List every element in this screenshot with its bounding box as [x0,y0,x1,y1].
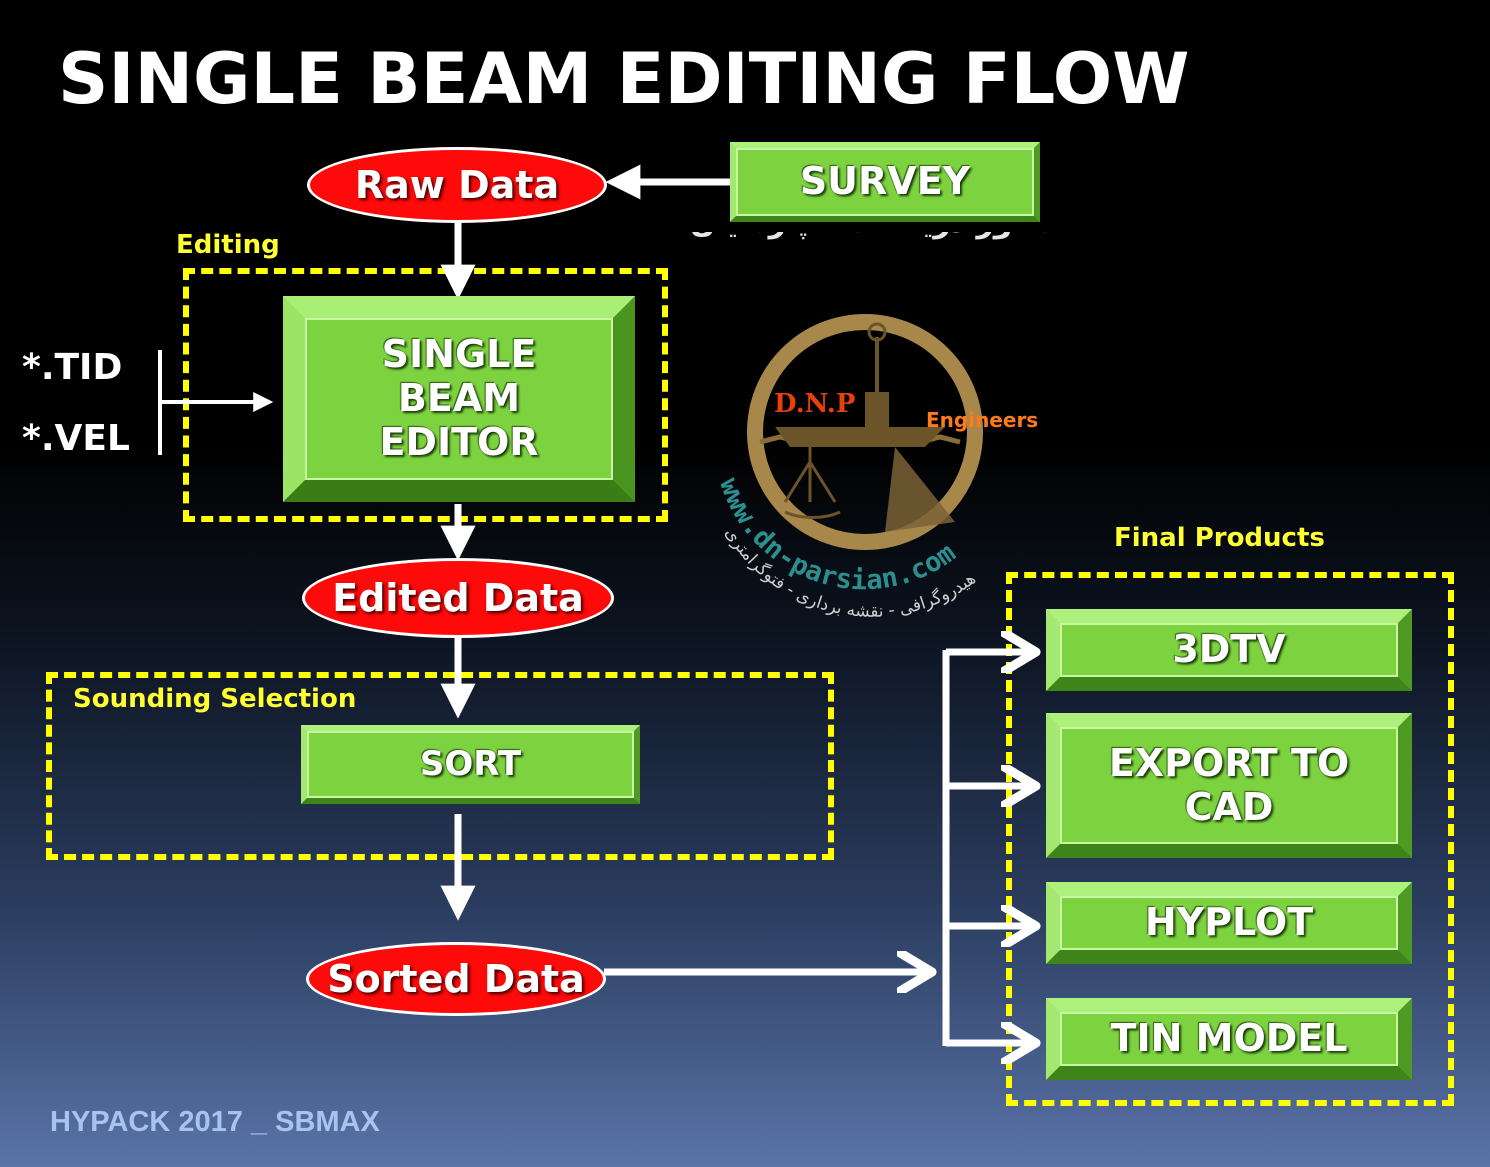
footer-caption: HYPACK 2017 _ SBMAX [50,1106,380,1138]
editing-region-label: Editing [176,230,280,260]
editing-region [183,268,668,522]
company-logo: مهندسین مشاور دریا نقشه پارسیان D.N.P En… [690,232,1050,622]
raw-data-node: Raw Data [307,147,607,223]
final-products-region [1006,572,1454,1106]
logo-arc-text: مهندسین مشاور دریا نقشه پارسیان [690,232,1050,240]
logo-ring [747,314,983,550]
product-hyplot-box: HYPLOT [1046,882,1412,964]
ship-icon [759,322,961,532]
survey-box: SURVEY [730,142,1040,222]
logo-engineers: Engineers [926,408,1038,432]
single-beam-editor-box: SINGLE BEAM EDITOR [283,296,635,502]
product-3dtv-box: 3DTV [1046,609,1412,691]
logo-initials: D.N.P [774,389,855,419]
input-tid-label: *.TID [22,347,123,388]
product-export-cad-box: EXPORT TO CAD [1046,713,1412,858]
editor-line-3: EDITOR [379,419,539,464]
sorted-data-node: Sorted Data [306,942,606,1016]
sounding-selection-label: Sounding Selection [73,684,357,714]
export-line-2: CAD [1184,784,1274,829]
edited-data-node: Edited Data [302,558,614,638]
page-title: SINGLE BEAM EDITING FLOW [58,38,1190,120]
editor-line-1: SINGLE [381,332,537,377]
sounding-selection-region [46,672,834,860]
editor-line-2: BEAM [397,376,521,421]
product-tin-model-box: TIN MODEL [1046,998,1412,1080]
input-vel-label: *.VEL [22,418,130,459]
export-line-1: EXPORT TO [1108,740,1350,785]
sort-box: SORT [301,725,640,804]
final-products-label: Final Products [1114,523,1325,553]
